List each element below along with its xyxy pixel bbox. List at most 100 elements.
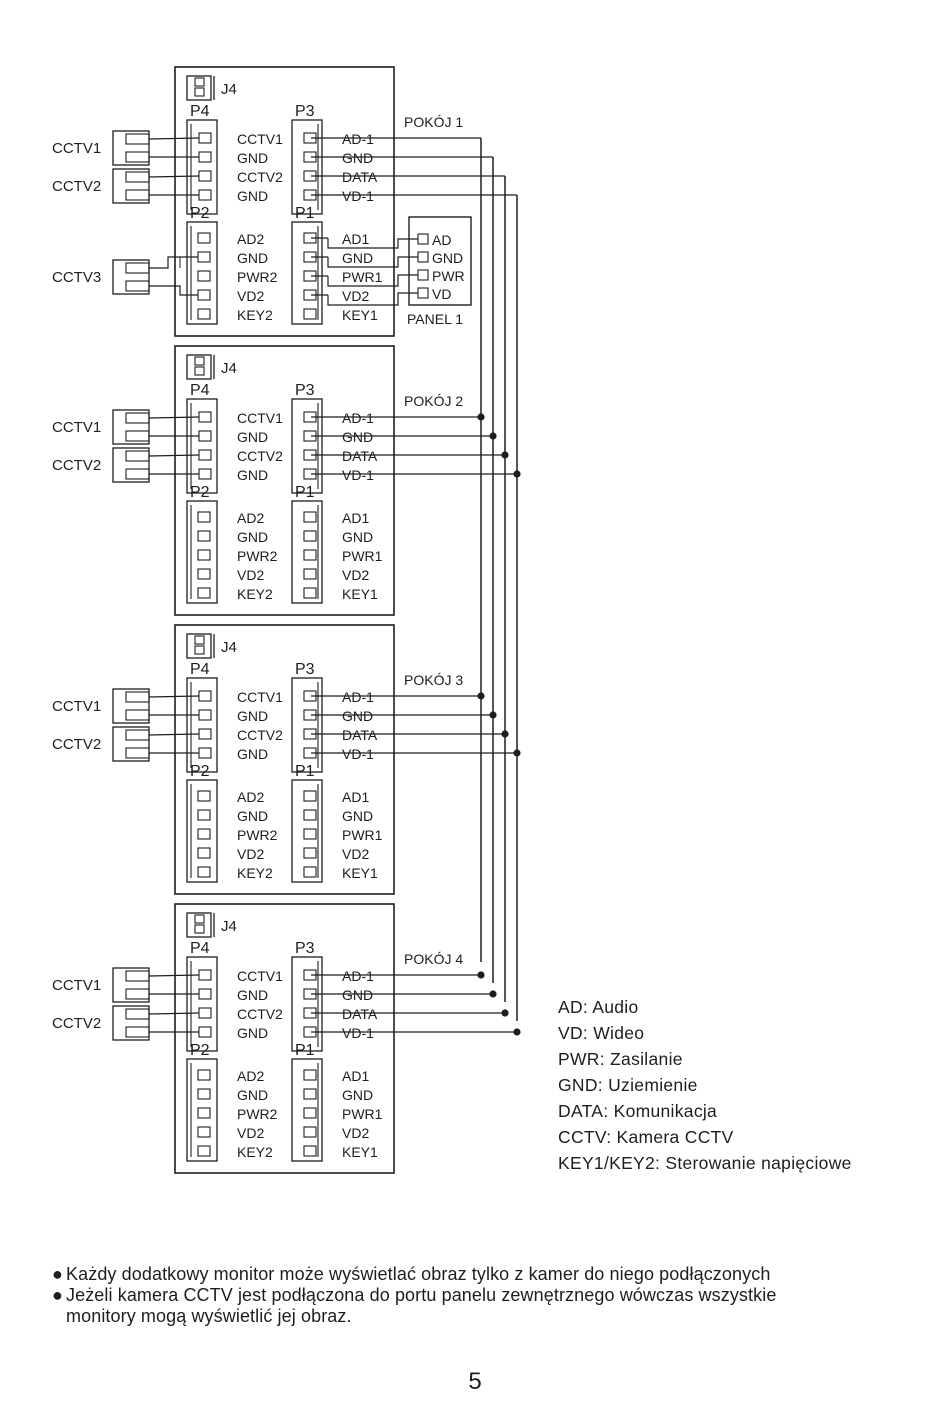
connector-pin (303, 1088, 317, 1100)
j4-label: J4 (221, 360, 237, 377)
connector-title: P1 (295, 763, 315, 780)
pin-label: KEY2 (237, 307, 273, 323)
connector-housing (186, 500, 218, 604)
camera-label: CCTV1 (52, 698, 101, 715)
j4-connector: J4 (186, 633, 237, 659)
junction-dot (513, 749, 521, 757)
bus-lines (480, 138, 518, 1021)
wire (327, 292, 418, 306)
panel-pin-label: PWR (432, 268, 465, 284)
connector-pin (303, 1107, 317, 1119)
camera-pin (125, 747, 150, 759)
connector-title: P2 (190, 205, 210, 222)
pin-label: GND (342, 529, 373, 545)
cctv-camera: CCTV1 (52, 130, 200, 166)
connector-pin (197, 790, 211, 802)
connector-title: P1 (295, 484, 315, 501)
pin-label: KEY1 (342, 1144, 378, 1160)
j4-label: J4 (221, 639, 237, 656)
connector-title: P2 (190, 763, 210, 780)
connector-pin (303, 1126, 317, 1138)
bus-connections (311, 413, 521, 478)
panel-pin-label: AD (432, 232, 451, 248)
pin-label: DATA (342, 169, 378, 185)
wire (327, 274, 418, 287)
pin-label: VD-1 (342, 467, 374, 483)
pin-label: GND (237, 746, 268, 762)
panel-pin-label: GND (432, 250, 463, 266)
wire (148, 1012, 200, 1015)
pin-label: KEY1 (342, 865, 378, 881)
connector-pin (198, 728, 212, 740)
camera-label: CCTV1 (52, 977, 101, 994)
legend-item: VD: Wideo (558, 1023, 645, 1043)
camera-housing (112, 1005, 150, 1041)
wire (148, 416, 200, 419)
connector-pin (303, 790, 317, 802)
connector-title: P3 (295, 382, 315, 399)
pin-label: AD2 (237, 789, 264, 805)
pin-label: AD-1 (342, 131, 374, 147)
pin-label: GND (237, 250, 268, 266)
connector-housing (291, 677, 323, 773)
j4-pin (194, 924, 205, 934)
pin-label: GND (342, 808, 373, 824)
pin-label: CCTV1 (237, 968, 283, 984)
connector-pin (197, 1126, 211, 1138)
connector-pin (197, 289, 211, 301)
connector-pin (303, 847, 317, 859)
pin-label: GND (237, 708, 268, 724)
pin-label: VD2 (342, 1125, 369, 1141)
cctv-camera: CCTV3 (52, 256, 198, 296)
pin-label: PWR1 (342, 1106, 383, 1122)
connector-pin (197, 866, 211, 878)
cctv-camera: CCTV2 (52, 726, 200, 762)
pin-label: VD-1 (342, 746, 374, 762)
cctv-camera: CCTV2 (52, 168, 200, 204)
pin-label: GND (342, 250, 373, 266)
connector-pin (197, 587, 211, 599)
connector-title: P2 (190, 1042, 210, 1059)
wire (148, 695, 200, 698)
connector-housing (186, 956, 218, 1052)
cctv-camera: CCTV1 (52, 688, 200, 724)
camera-pin (125, 133, 150, 145)
camera-pin (125, 709, 150, 721)
camera-pin (125, 1026, 150, 1038)
camera-pin (125, 280, 150, 292)
j4-housing (186, 354, 212, 380)
connector-pin (303, 809, 317, 821)
pin-label: VD2 (342, 567, 369, 583)
bullet-icon: ● (52, 1285, 63, 1305)
pin-label: CCTV2 (237, 1006, 283, 1022)
connector-pin (198, 709, 212, 721)
legend-item: AD: Audio (558, 997, 639, 1017)
camera-pin (125, 988, 150, 1000)
connector-pin (198, 969, 212, 981)
connector-pin (303, 587, 317, 599)
pin-label: KEY1 (342, 586, 378, 602)
connector-pin (198, 468, 212, 480)
connector-pin (197, 828, 211, 840)
pin-label: AD2 (237, 1068, 264, 1084)
camera-housing (112, 130, 150, 166)
camera-pin (125, 151, 150, 163)
pin-label: VD2 (237, 846, 264, 862)
camera-housing (112, 447, 150, 483)
connector-pin (303, 549, 317, 561)
pin-label: VD-1 (342, 188, 374, 204)
pin-label: AD1 (342, 231, 369, 247)
connector-pin (197, 251, 211, 263)
legend-item: KEY1/KEY2: Sterowanie napięciowe (558, 1153, 852, 1173)
monitor-unit-4: J4P4CCTV1GNDCCTV2GNDP3AD-1GNDDATAVD-1P2A… (52, 903, 521, 1174)
connector-pin (197, 1088, 211, 1100)
camera-pin (125, 262, 150, 274)
camera-label: CCTV2 (52, 457, 101, 474)
pin-label: CCTV1 (237, 689, 283, 705)
